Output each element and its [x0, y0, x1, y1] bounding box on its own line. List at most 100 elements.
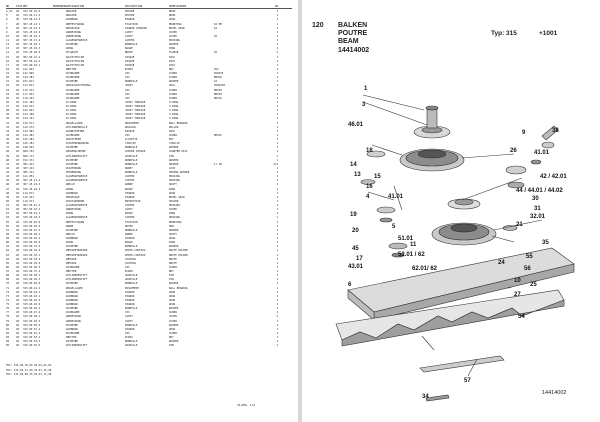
- table-cell: 20: [16, 274, 20, 278]
- table-cell: 1: [65, 249, 67, 253]
- table-cell: 145.381: [23, 138, 34, 142]
- table-cell: 20: [16, 67, 20, 71]
- table-cell: O-RING: [67, 109, 77, 113]
- table-cell: RING: [169, 47, 176, 51]
- table-cell: 1: [65, 303, 67, 307]
- table-cell: 41: [6, 162, 10, 166]
- table-cell: 34: [6, 133, 10, 137]
- table-cell: 1: [65, 175, 67, 179]
- table-cell: GEAR: [169, 303, 176, 307]
- table-cell: 58: [6, 232, 10, 236]
- table-cell: PASSFEDER: [67, 138, 82, 142]
- table-cell: VIS: [125, 92, 130, 96]
- table-cell: 1: [65, 96, 67, 100]
- table-cell: 1: [276, 261, 278, 265]
- table-cell: 20: [16, 319, 20, 323]
- table-cell: 1: [65, 84, 67, 88]
- callout-43-01: 43.01: [348, 264, 364, 270]
- table-cell: 33: [6, 129, 10, 133]
- table-cell: 307.60.21.2: [23, 55, 41, 59]
- table-cell: SCHEIBE: [67, 80, 78, 84]
- table-cell: DISC: [169, 63, 176, 67]
- table-cell: 20: [16, 294, 20, 298]
- table-cell: 1: [65, 100, 67, 104]
- callout-38: 38: [552, 128, 559, 134]
- table-cell: 20: [16, 133, 20, 137]
- callout-10: 10: [514, 278, 521, 284]
- table-cell: VIS: [125, 88, 130, 92]
- table-cell: ZAHNRAD: [67, 294, 78, 298]
- table-cell: 117.021: [23, 92, 34, 96]
- table-cell: 600.771: [23, 154, 34, 158]
- table-cell: 1: [65, 43, 67, 47]
- table-cell: 1: [276, 228, 278, 232]
- group-number: 120: [312, 22, 324, 29]
- table-cell: 1: [276, 323, 278, 327]
- table-cell: 315.60.12.4: [23, 18, 41, 22]
- table-cell: 1: [276, 278, 278, 282]
- table-cell: 20: [16, 129, 20, 133]
- table-cell: GLEITTELLER: [67, 59, 85, 63]
- table-cell: VIS: [125, 265, 130, 269]
- table-cell: 1: [65, 92, 67, 96]
- table-cell: 315.60.53.1: [23, 336, 41, 340]
- table-cell: GLEITTELLER: [67, 63, 85, 67]
- table-cell: 1: [65, 274, 67, 278]
- callout-6: 6: [348, 282, 352, 288]
- table-cell: 20: [16, 113, 20, 117]
- table-cell: 1: [65, 121, 67, 125]
- table-cell: 20: [16, 105, 20, 109]
- table-cell: SHAFT: [169, 183, 177, 187]
- table-cell: 38: [6, 150, 10, 154]
- table-cell: 20: [16, 307, 20, 311]
- table-cell: RADIALDICHTRING: [67, 84, 91, 88]
- table-cell: 20: [16, 26, 20, 30]
- table-cell: 20: [16, 96, 20, 100]
- table-cell: 1: [65, 150, 67, 154]
- table-cell: KNIFE: [169, 257, 177, 261]
- table-cell: 79: [6, 319, 10, 323]
- table-cell: ZYLINDERSTIFT: [67, 274, 88, 278]
- table-cell: 39: [6, 154, 10, 158]
- table-cell: 53: [6, 212, 10, 216]
- table-cell: 1: [276, 344, 278, 348]
- table-cell: KEY: [169, 138, 174, 142]
- table-cell: M10X25: [214, 72, 224, 76]
- table-cell: COVER: [169, 319, 177, 323]
- table-cell: 1: [65, 294, 67, 298]
- table-cell: 72: [6, 290, 10, 294]
- table-cell: RONDELLE: [125, 171, 138, 175]
- table-cell: 1: [65, 72, 67, 76]
- table-cell: 315.60.33.1: [23, 253, 41, 257]
- table-cell: 20: [16, 100, 20, 104]
- table-cell: 44: [6, 175, 10, 179]
- table-cell: 20: [16, 298, 20, 302]
- table-cell: LAGERGEHAEUSE: [67, 179, 88, 183]
- table-cell: SCHRAUBE: [67, 92, 80, 96]
- table-cell: LAGERGEHAEUSE: [67, 204, 88, 208]
- table-cell: GOUPILLE: [125, 278, 138, 282]
- table-cell: 1: [65, 125, 67, 129]
- table-cell: 1: [65, 195, 67, 199]
- title-line-fr: POUTRE: [338, 30, 368, 38]
- table-cell: 1: [276, 129, 278, 133]
- table-cell: CAPOT: [125, 30, 133, 34]
- callout-57: 57: [464, 378, 471, 384]
- table-cell: 64: [6, 257, 10, 261]
- table-cell: 315.60.34.3: [23, 257, 41, 261]
- table-cell: ZYLINDERSTIFT: [67, 154, 88, 158]
- type-label: Typ: 315: [491, 30, 517, 37]
- table-cell: 114.071: [23, 191, 34, 195]
- table-cell: BAGUE: [125, 47, 133, 51]
- table-cell: 47: [6, 187, 10, 191]
